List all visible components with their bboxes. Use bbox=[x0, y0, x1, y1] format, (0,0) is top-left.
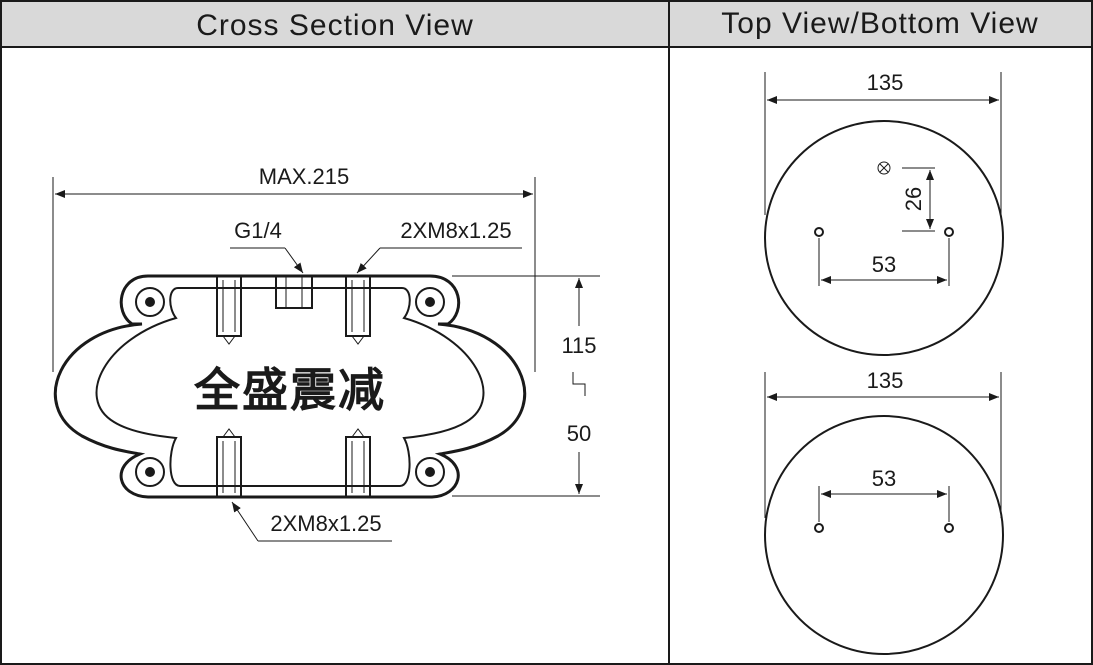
bellow-outline-inner bbox=[95, 287, 485, 487]
min-height-label: 50 bbox=[567, 421, 591, 446]
air-port-fitting bbox=[275, 275, 313, 309]
max-width-label: MAX.215 bbox=[259, 164, 350, 189]
height-range-mark bbox=[572, 372, 586, 396]
bottom-spacing-label: 53 bbox=[872, 466, 896, 491]
top-stud-right-tip bbox=[351, 335, 365, 345]
bottom-stud-left-tip bbox=[222, 428, 236, 438]
bottom-diameter-label: 135 bbox=[867, 368, 904, 393]
cross-section-header-bg bbox=[1, 1, 669, 47]
top-plate-circle bbox=[764, 120, 1004, 356]
bottom-stud-right-tip bbox=[351, 428, 365, 438]
bead-bottom-right-outer bbox=[415, 457, 445, 487]
watermark-logo: 全盛震减 bbox=[193, 364, 386, 416]
bottom-stud-hole-left bbox=[814, 523, 824, 533]
top-bottom-header-bg bbox=[669, 1, 1092, 47]
air-port-x-b bbox=[879, 163, 889, 173]
bead-bottom-right-inner bbox=[425, 467, 435, 477]
bottom-view: 135 53 bbox=[764, 368, 1004, 655]
bottom-studs-leader-d bbox=[231, 501, 259, 542]
top-stud-hole-left bbox=[814, 227, 824, 237]
top-stud-hole-right bbox=[944, 227, 954, 237]
bottom-stud-hole-right bbox=[944, 523, 954, 533]
bead-top-right-inner bbox=[425, 297, 435, 307]
port-label: G1/4 bbox=[234, 218, 282, 243]
bead-top-left-outer bbox=[135, 287, 165, 317]
bead-bottom-left-inner bbox=[145, 467, 155, 477]
max-height-label: 115 bbox=[561, 333, 596, 358]
top-stud-left bbox=[216, 275, 242, 337]
top-diameter-label: 135 bbox=[867, 70, 904, 95]
top-spacing-label: 53 bbox=[872, 252, 896, 277]
bellow-outline-outer bbox=[53, 274, 527, 499]
top-stud-right bbox=[345, 275, 371, 337]
bead-top-right-outer bbox=[415, 287, 445, 317]
cross-section-panel: MAX.215 G1/4 2XM8x1.25 bbox=[52, 164, 600, 542]
top-studs-leader-d bbox=[356, 247, 381, 274]
bottom-studs-label: 2XM8x1.25 bbox=[270, 511, 381, 536]
bead-bottom-left-outer bbox=[135, 457, 165, 487]
bottom-stud-left bbox=[216, 436, 242, 498]
cross-section-title: Cross Section View bbox=[196, 9, 474, 42]
top-view: 135 26 53 bbox=[764, 70, 1004, 356]
air-port-symbol bbox=[877, 161, 891, 175]
port-leader-d bbox=[284, 247, 304, 274]
offset-label: 26 bbox=[901, 187, 926, 211]
bottom-stud-right bbox=[345, 436, 371, 498]
top-studs-label: 2XM8x1.25 bbox=[400, 218, 511, 243]
bottom-plate-circle bbox=[764, 415, 1004, 655]
top-bottom-title: Top View/Bottom View bbox=[721, 7, 1038, 40]
bead-top-left-inner bbox=[145, 297, 155, 307]
top-stud-left-tip bbox=[222, 335, 236, 345]
